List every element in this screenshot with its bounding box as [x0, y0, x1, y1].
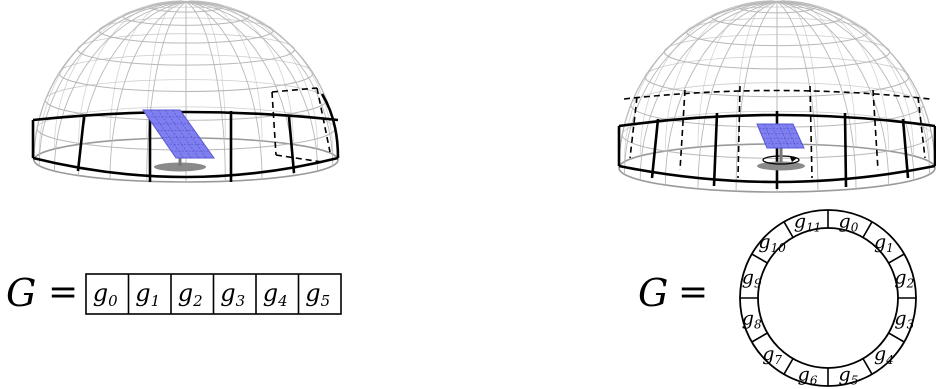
left-equation: G = g0 g1 g2 g3 g4 g5: [6, 271, 342, 315]
right-equals-sign: =: [678, 272, 708, 313]
ring-cell-g6: g6: [798, 363, 818, 387]
ring-cell-g7: g7: [762, 343, 782, 367]
array-cell-g2: g2: [178, 279, 203, 310]
ring-cell-g0: g0: [839, 211, 859, 235]
array-cell-g3: g3: [220, 279, 245, 310]
left-G-symbol: G: [6, 271, 36, 315]
right-solar-panel: [756, 123, 805, 171]
right-panel-base: [757, 161, 805, 171]
ring-cell-g8: g8: [742, 307, 762, 331]
left-dome-wireframe: [33, 0, 339, 183]
ring-cell-g9: g9: [742, 267, 762, 291]
array-cell-g1: g1: [135, 279, 160, 310]
left-equals-sign: =: [48, 272, 78, 313]
right-dome-dashed-ring: [623, 85, 931, 179]
ring-cell-g11: g11: [794, 211, 821, 235]
array-cell-g4: g4: [263, 279, 288, 310]
right-G-symbol: G: [638, 271, 668, 315]
ring-cell-g10: g10: [758, 231, 786, 255]
ring-cell-g1: g1: [874, 231, 894, 255]
left-dome: [31, 0, 340, 183]
ring-cell-g5: g5: [839, 363, 859, 387]
right-dome-band: [617, 111, 936, 189]
array-cell-g0: g0: [93, 279, 118, 310]
left-dome-dashed-segment: [271, 87, 331, 163]
rotation-arrowhead: [790, 157, 797, 162]
ring-cell-g4: g4: [874, 343, 894, 367]
ring-cell-g2: g2: [894, 267, 914, 291]
left-solar-panel: [142, 109, 215, 172]
array-cell-g5: g5: [305, 279, 330, 310]
left-panel-base: [154, 162, 206, 172]
right-panel-surface: [756, 123, 805, 149]
left-dome-band: [31, 93, 340, 182]
linear-array: g0 g1 g2 g3 g4 g5: [85, 273, 342, 315]
left-panel-surface: [142, 109, 215, 159]
right-dome: [617, 0, 936, 193]
ring-cell-g3: g3: [894, 307, 914, 331]
